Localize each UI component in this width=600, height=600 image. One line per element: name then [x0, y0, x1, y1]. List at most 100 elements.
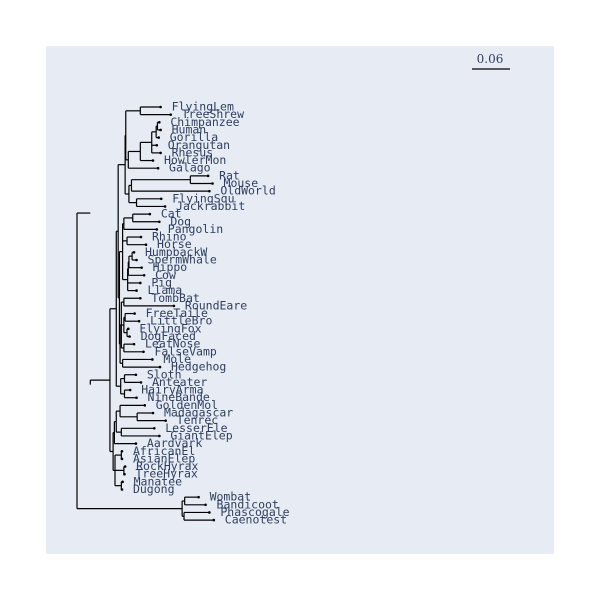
leaf-label: Tenrec: [177, 413, 219, 427]
scale-bar-label: 0.06: [477, 52, 504, 66]
phylogenetic-tree: FlyingLemTreeShrewChimpanzeeHumanGorilla…: [76, 52, 510, 527]
branch-lines: [76, 106, 214, 521]
leaf-label: Hedgehog: [171, 360, 226, 374]
leaf-dot: [120, 457, 124, 461]
leaf-dot: [139, 281, 142, 285]
leaf-label: Caenotest: [225, 513, 287, 527]
leaf-dot: [159, 151, 162, 155]
leaf-dot: [151, 411, 155, 415]
leaf-label: Aardvark: [147, 436, 202, 450]
leaf-dot: [123, 465, 127, 468]
leaf-label: Jackrabbit: [176, 199, 245, 213]
leaf-dot: [123, 472, 126, 476]
leaf-dot: [155, 143, 159, 147]
leaf-dot: [163, 205, 167, 208]
leaf-dot: [132, 342, 136, 346]
leaf-label: HairyArma: [141, 383, 203, 397]
leaf-dot: [158, 220, 161, 224]
leaf-label: Manatee: [134, 474, 183, 488]
leaf-dot: [156, 166, 160, 170]
leaf-label: FalseVamp: [154, 344, 216, 358]
leaf-label: Dugong: [133, 482, 175, 496]
leaf-label: Gorilla: [170, 130, 218, 144]
leaf-label: Llama: [148, 283, 183, 297]
leaf-dot: [139, 235, 143, 239]
leaf-label: Bandicoot: [217, 497, 279, 511]
leaf-label: AsianElep: [133, 451, 195, 465]
leaf-labels: FlyingLemTreeShrewChimpanzeeHumanGorilla…: [133, 100, 290, 527]
leaf-dot: [134, 442, 138, 445]
leaf-label: Rhino: [152, 230, 187, 244]
leaf-dot: [159, 128, 162, 132]
leaf-label: RockHyrax: [136, 459, 198, 473]
leaf-dot: [120, 488, 124, 491]
leaf-dot: [197, 495, 200, 499]
leaf-label: Orangutan: [168, 138, 230, 152]
leaf-label: LeafNose: [145, 337, 200, 351]
leaf-dot: [157, 136, 160, 139]
leaf-label: Galago: [169, 161, 211, 175]
leaf-label: Phascogale: [220, 505, 289, 519]
leaf-label: DogFaced: [141, 329, 196, 343]
leaf-dot: [134, 373, 138, 377]
leaf-dot: [140, 266, 143, 269]
leaf-dot: [158, 434, 161, 438]
leaf-label: Pig: [151, 275, 172, 289]
leaf-label: Sloth: [147, 367, 182, 381]
leaf-label: LittleBro: [150, 314, 212, 328]
leaf-dot: [133, 312, 136, 315]
leaf-dot: [139, 296, 142, 300]
leaf-dot: [148, 212, 152, 216]
leaf-dot: [132, 251, 136, 254]
leaf-label: Cow: [155, 268, 176, 282]
leaf-label: Rat: [219, 168, 240, 182]
leaf-dot: [158, 121, 161, 124]
leaf-dot: [169, 113, 173, 116]
leaf-dot: [158, 365, 162, 369]
leaf-dot: [206, 174, 210, 178]
leaf-dot: [121, 480, 124, 484]
leaf-label: Chimpanzee: [170, 115, 239, 129]
leaf-label: OldWorld: [220, 184, 275, 198]
leaf-label: AfricanEl: [133, 444, 195, 458]
leaf-label: HumpbackW: [145, 245, 207, 259]
leaf-dot: [142, 350, 145, 354]
leaf-dot: [151, 358, 154, 361]
leaf-dot: [137, 319, 141, 323]
leaf-label: GiantElep: [170, 428, 232, 442]
node-dots: [120, 105, 216, 522]
leaf-label: Cat: [161, 207, 182, 221]
leaf-dot: [159, 105, 162, 109]
leaf-dot: [164, 419, 167, 422]
leaf-dot: [143, 404, 147, 407]
leaf-dot: [152, 427, 156, 430]
leaf-label: RoundEare: [185, 298, 247, 312]
leaf-label: SpermWhale: [148, 253, 217, 267]
leaf-dot: [211, 182, 214, 185]
leaf-label: Mole: [163, 352, 191, 366]
leaf-label: Pangolin: [168, 222, 223, 236]
leaf-label: TombBat: [151, 291, 199, 305]
leaf-label: FlyingFox: [139, 321, 201, 335]
leaf-dot: [212, 518, 216, 522]
leaf-label: TreeShrew: [182, 107, 244, 121]
leaf-dot: [204, 503, 207, 507]
leaf-dot: [139, 381, 143, 384]
scale-bar: 0.06: [472, 52, 510, 70]
leaf-label: FlyingLem: [172, 100, 234, 114]
leaf-dot: [172, 304, 176, 308]
leaf-dot: [208, 189, 211, 193]
leaf-dot: [208, 511, 211, 514]
leaf-label: FlyingSqu: [172, 191, 234, 205]
leaf-label: Wombat: [210, 490, 252, 504]
leaf-label: HowlerMon: [164, 153, 226, 167]
leaf-label: Rhesus: [172, 145, 214, 159]
leaf-dot: [144, 243, 148, 246]
leaf-label: Madagascar: [164, 406, 233, 420]
leaf-dot: [120, 449, 124, 453]
leaf-label: Human: [172, 122, 207, 136]
leaf-label: FreeTaile: [146, 306, 208, 320]
leaf-dot: [142, 274, 146, 277]
leaf-label: Anteater: [152, 375, 207, 389]
